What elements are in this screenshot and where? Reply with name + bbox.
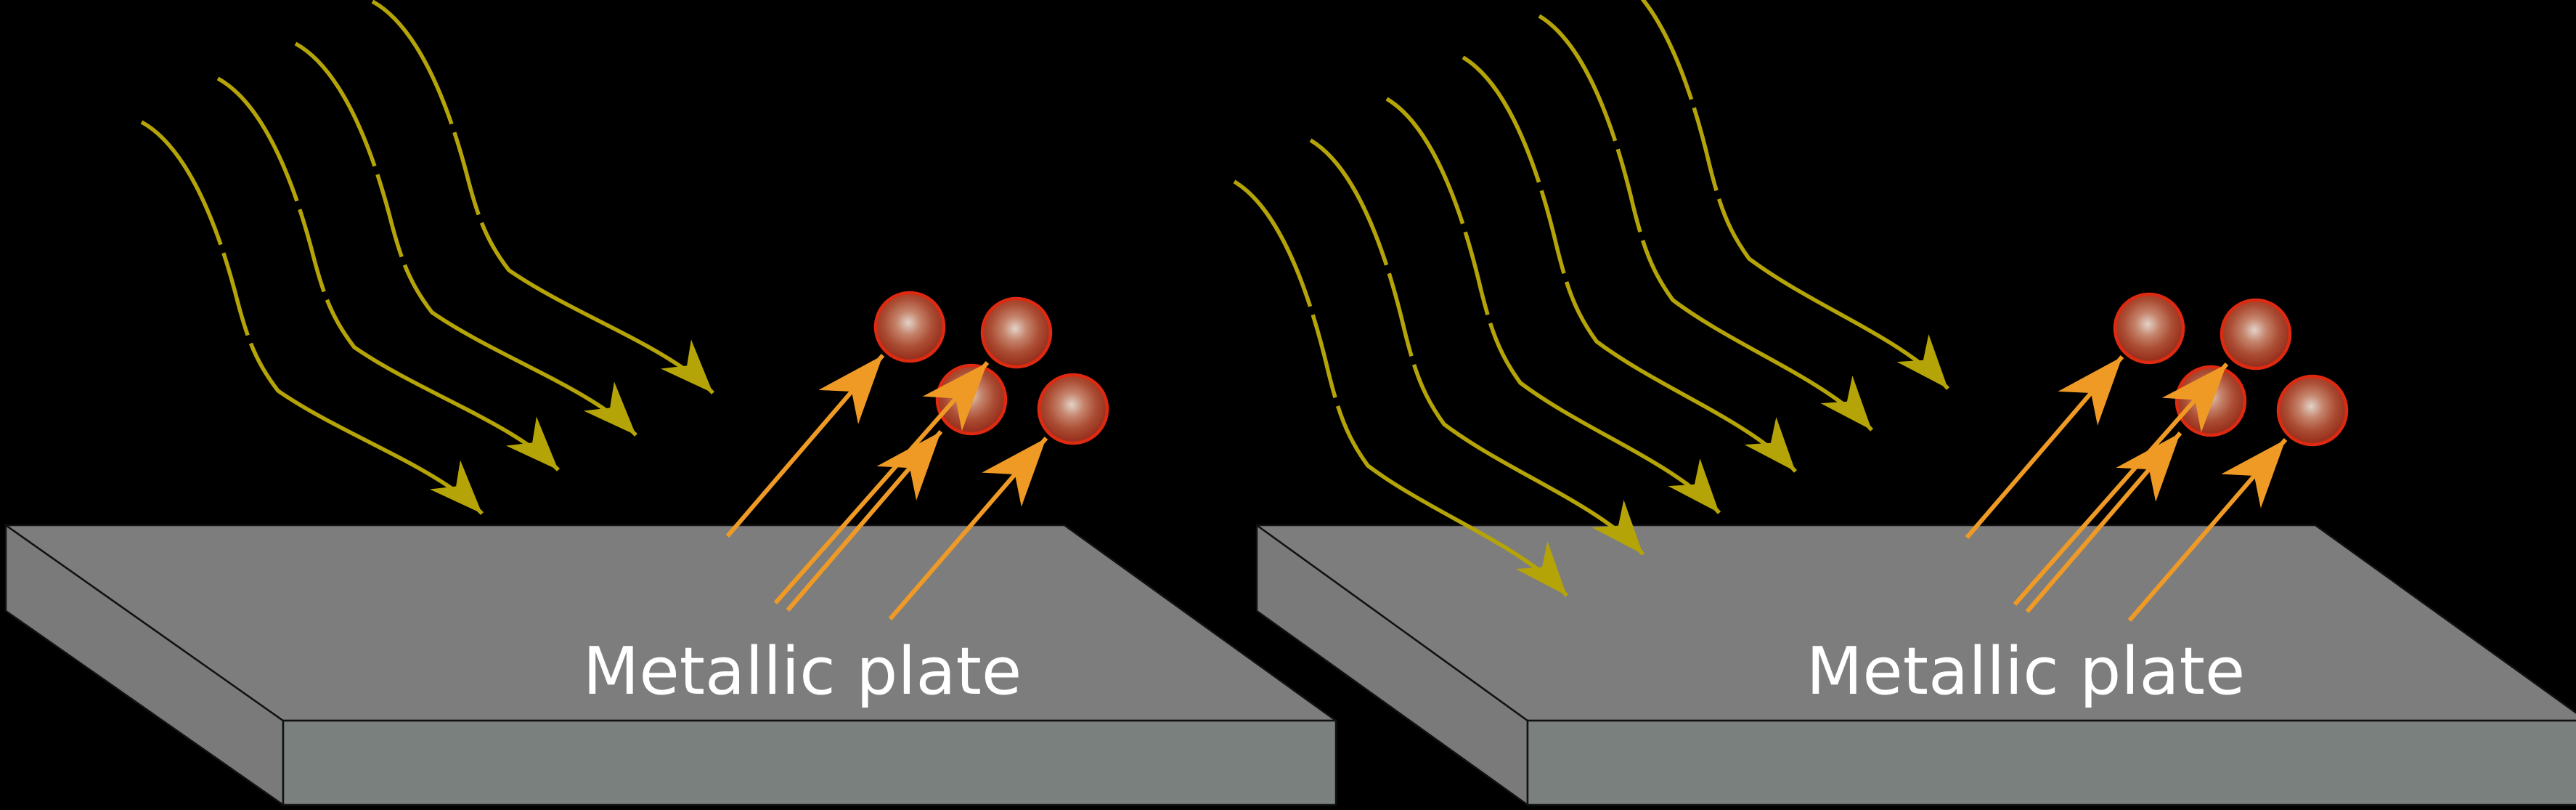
electron-sphere [1037,373,1109,445]
electron-emission-arrow [725,354,885,538]
electron-sphere [873,291,946,363]
incident-light-waves-left [140,0,714,515]
electron-emission-arrow [1965,355,2124,539]
metallic-plate-label-right: Metallic plate [1806,633,2246,710]
light-wave-arrow [1309,138,1645,556]
electron-emission-arrow [786,430,943,612]
light-wave-arrow [1462,55,1798,473]
light-wave-arrow [1233,179,1569,597]
electron-sphere [2276,374,2349,447]
electron-emission-arrow [2013,363,2229,606]
electron-sphere [2174,365,2247,437]
light-wave-arrow [1385,97,1721,514]
electron-sphere [980,296,1053,369]
light-wave-arrow [140,120,484,515]
plate-front-face [1526,719,2576,806]
panel-left-low-intensity: Metallic plate [4,0,1337,806]
plate-top-face [1255,524,2576,722]
electron-emission-arrow [773,361,990,604]
electron-emission-arrow [2127,438,2288,622]
light-wave-arrow [216,76,560,471]
electron-emission-arrow [888,437,1048,620]
light-wave-arrow [294,41,637,437]
plate-front-face [282,719,1337,806]
light-wave-arrow [371,0,714,394]
incident-light-waves-right [1233,0,1950,597]
electron-sphere [935,363,1008,436]
electron-emission-arrows-right [1965,355,2288,622]
electron-sphere [2113,292,2185,365]
light-wave-arrow [1538,14,1874,432]
metallic-plate-left [4,524,1337,806]
light-wave-arrow [1640,0,1950,390]
metallic-plate-label-left: Metallic plate [583,633,1022,710]
metallic-plate-right [1255,524,2576,806]
panel-right-high-intensity: Metallic plate [1233,0,2576,806]
electron-emission-arrows-left [725,354,1048,620]
electron-sphere [2220,298,2292,370]
electron-emission-arrow [2025,432,2182,613]
